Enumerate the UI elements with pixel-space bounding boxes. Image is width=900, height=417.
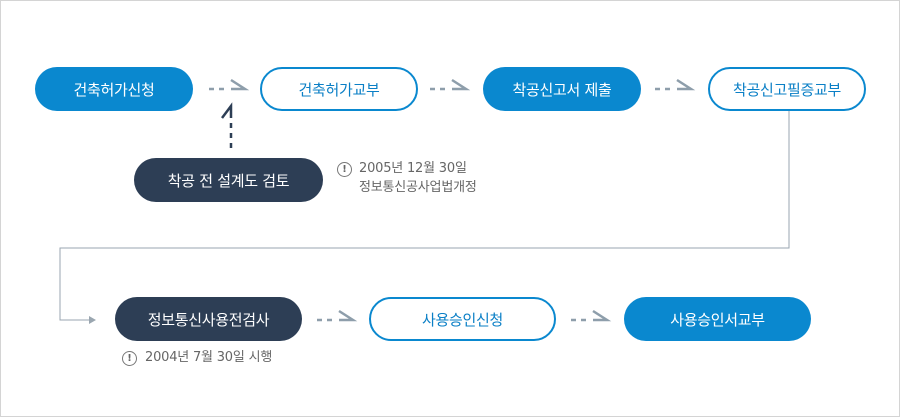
inspection-note: 2004년 7월 30일 시행 [145, 350, 273, 365]
step-label: 착공신고서 제출 [512, 80, 612, 99]
arrow-use-application-to-certificate [571, 309, 612, 322]
step-label: 착공신고필증교부 [732, 80, 841, 99]
review-note-law: 정보통신공사업법개정 [359, 180, 477, 195]
step-use-approval-application: 사용승인신청 [369, 297, 556, 341]
info-icon: ! [337, 162, 352, 177]
arrow-permit-to-report [430, 78, 471, 91]
arrow-application-to-permit [209, 78, 250, 91]
step-label: 건축허가교부 [298, 80, 380, 99]
row-connector-line [59, 110, 790, 321]
info-icon: ! [122, 351, 137, 366]
step-start-report-submission: 착공신고서 제출 [483, 67, 641, 111]
step-start-certificate-delivery: 착공신고필증교부 [708, 67, 866, 111]
step-label: 착공 전 설계도 검토 [167, 171, 290, 190]
step-label: 정보통신사용전검사 [147, 310, 270, 329]
step-label: 사용승인서교부 [670, 310, 765, 329]
arrow-report-to-certificate [655, 78, 696, 91]
step-telecom-pre-use-inspection: 정보통신사용전검사 [115, 297, 302, 341]
step-label: 건축허가신청 [73, 80, 155, 99]
review-note: 2005년 12월 30일 정보통신공사업법개정 [359, 159, 477, 197]
step-building-permit-application: 건축허가신청 [35, 67, 193, 111]
step-label: 사용승인신청 [421, 310, 503, 329]
row-connector-arrowhead [89, 316, 96, 324]
step-use-approval-certificate-delivery: 사용승인서교부 [624, 297, 811, 341]
arrow-review-to-application-link [221, 102, 233, 148]
review-note-date: 2005년 12월 30일 [359, 161, 467, 176]
arrow-inspection-to-use-application [317, 309, 358, 322]
step-building-permit-delivery: 건축허가교부 [260, 67, 418, 111]
step-pre-construction-design-review: 착공 전 설계도 검토 [134, 158, 323, 202]
